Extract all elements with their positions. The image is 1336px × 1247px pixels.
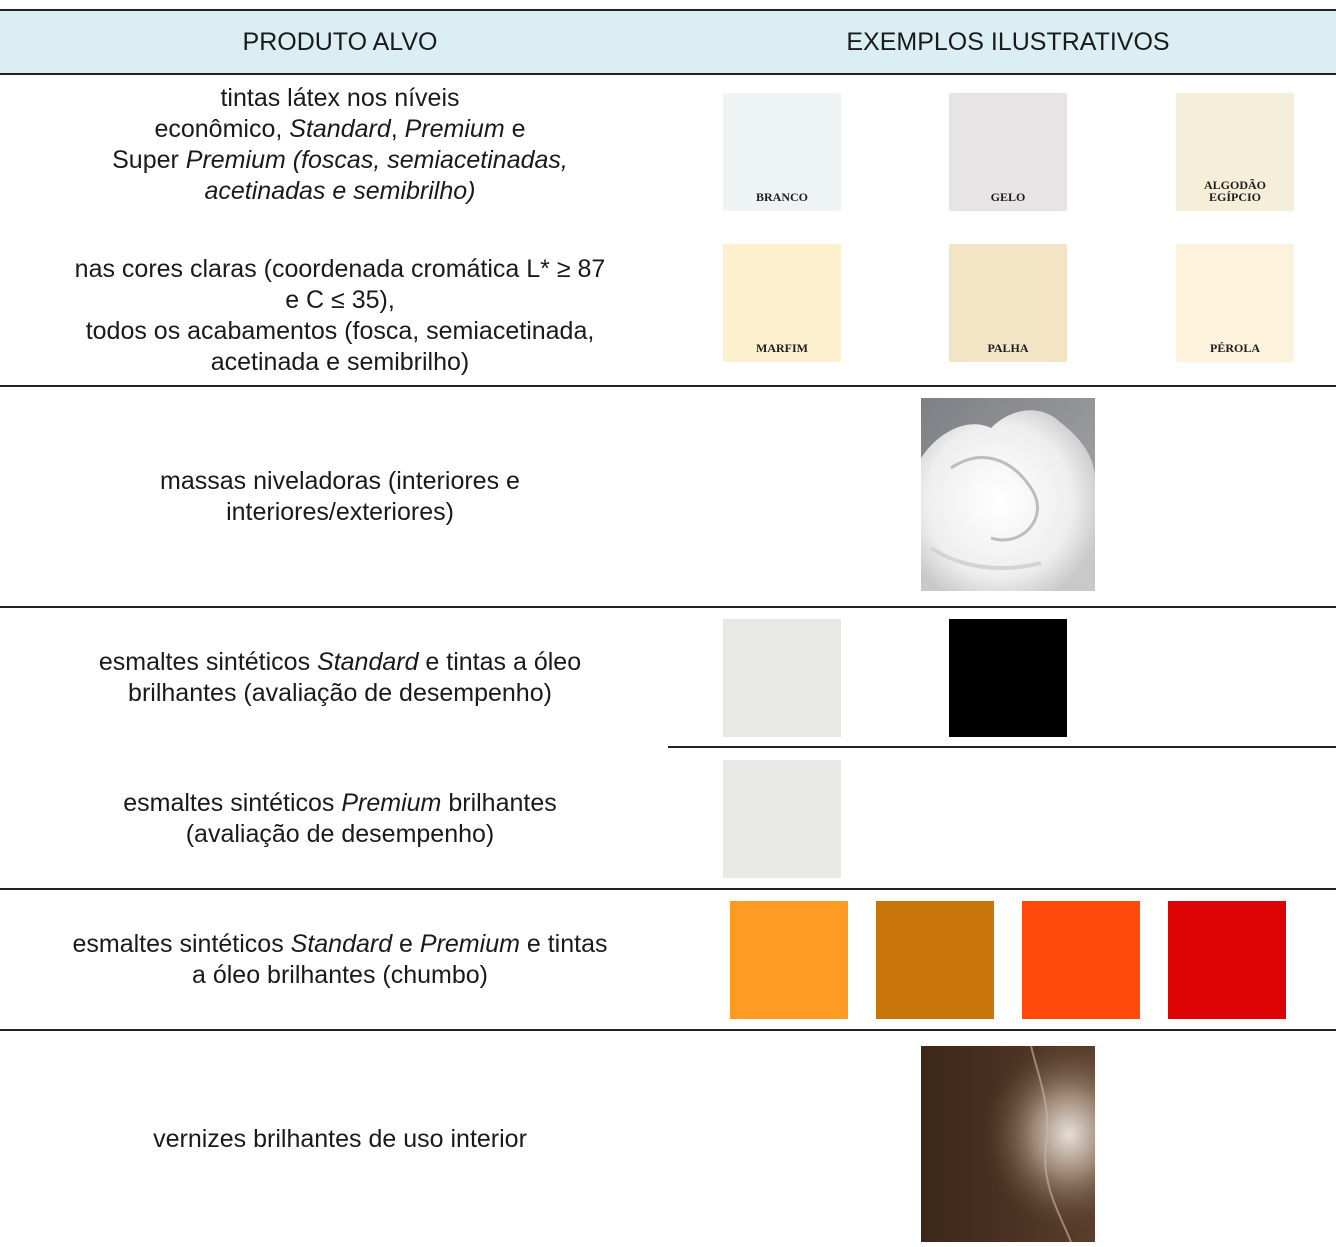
row-divider [0,888,1336,890]
swatch-branco-premium [723,760,841,878]
swatch-preto-brilhante [949,619,1067,737]
swatch-label: GELO [990,190,1026,204]
text-line: esmaltes sintéticos Standard e Premium e… [72,930,608,958]
header-exemplos-ilustrativos: EXEMPLOS ILUSTRATIVOS [846,28,1170,56]
swatch-laranja-avermelhado [1022,901,1140,1019]
text-line: massas niveladoras (interiores e [160,466,520,495]
text-line: nas cores claras (coordenada cromática L… [74,255,606,283]
row-divider [0,385,1336,387]
product-vernizes-text: vernizes brilhantes de uso interior [0,1124,680,1155]
product-esmaltes-chumbo-text: esmaltes sintéticos Standard e Premium e… [0,929,680,991]
swatch-label: BRANCO [755,190,808,204]
row-divider-partial [668,746,1336,748]
product-vernizes-cell: vernizes brilhantes de uso interior [0,1031,680,1247]
text-line: brilhantes (avaliação de desempenho) [128,679,552,707]
swatch-marfim: MARFIM [723,244,841,362]
product-massas-cell: massas niveladoras (interiores e interio… [0,387,680,606]
swatch-vermelho [1168,901,1286,1019]
varnish-photo [921,1046,1095,1242]
text-line: e C ≤ 35), [285,286,395,314]
text-line: esmaltes sintéticos Premium brilhantes [123,789,557,817]
text-line: vernizes brilhantes de uso interior [153,1124,527,1153]
text-line: (avaliação de desempenho) [185,820,495,848]
text-line: acetinadas e semibrilho) [204,177,476,205]
swatch-perola: PÉROLA [1176,244,1294,362]
table-header [0,11,1336,73]
product-esmaltes-standard-text: esmaltes sintéticos Standard e tintas a … [0,647,680,709]
header-produto-alvo: PRODUTO ALVO [242,28,438,56]
swatch-branco: BRANCO [723,93,841,211]
text-line: Super Premium (foscas, semiacetinadas, [112,146,568,174]
table-top-rule [0,9,1336,11]
text-line: todos os acabamentos (fosca, semiacetina… [85,317,595,345]
swatch-label: PÉROLA [1209,341,1260,355]
product-cores-claras-text: nas cores claras (coordenada cromática L… [0,254,680,378]
text-line: econômico, Standard, Premium e [154,115,526,143]
product-massas-text: massas niveladoras (interiores e interio… [0,466,680,528]
row-divider [0,606,1336,608]
swatch-branco-brilhante [723,619,841,737]
row-divider [0,1029,1336,1031]
product-esmaltes-premium-text: esmaltes sintéticos Premium brilhantes (… [0,788,680,850]
product-latex-text: tintas látex nos níveis econômico, Stand… [0,83,680,207]
text-line: acetinada e semibrilho) [210,348,470,376]
swatch-laranja [730,901,848,1019]
header-bottom-rule [0,73,1336,75]
swatch-ocre [876,901,994,1019]
swatch-gelo: GELO [949,93,1067,211]
swatch-palha: PALHA [949,244,1067,362]
text-line: interiores/exteriores) [226,497,454,526]
text-line: tintas látex nos níveis [220,84,460,112]
text-line: esmaltes sintéticos Standard e tintas a … [98,648,582,676]
swatch-label: MARFIM [756,341,808,355]
text-line: a óleo brilhantes (chumbo) [192,961,488,989]
putty-photo [921,398,1095,591]
swatch-label: PALHA [987,341,1029,355]
